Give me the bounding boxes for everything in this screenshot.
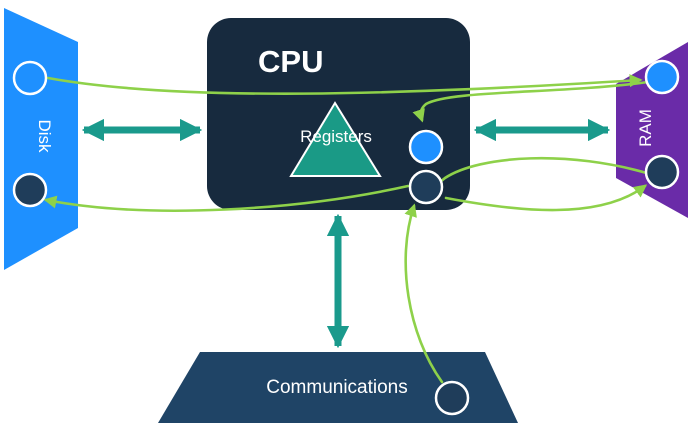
disk-to-ram-flow bbox=[46, 74, 643, 95]
cpu-block: CPU Registers bbox=[207, 18, 470, 210]
cpu-to-ram-flow bbox=[444, 184, 648, 212]
communications-to-cpu-flow bbox=[404, 203, 444, 384]
ram-to-register-flow bbox=[412, 80, 650, 123]
disk-light-circle bbox=[12, 60, 48, 96]
disk-label: Disk bbox=[35, 119, 54, 153]
cpu-dark-circle bbox=[408, 169, 444, 205]
communications-dark-circle bbox=[434, 380, 470, 416]
communications-block: Communications bbox=[158, 352, 518, 423]
cpu-light-circle bbox=[408, 129, 444, 165]
ram-light-circle bbox=[644, 59, 680, 95]
ram-dark-circle bbox=[644, 154, 680, 190]
disk-block: Disk bbox=[4, 8, 78, 270]
register-to-disk-flow bbox=[43, 184, 410, 212]
communications-shape bbox=[158, 352, 518, 423]
disk-dark-circle bbox=[12, 172, 48, 208]
ram-label: RAM bbox=[636, 109, 655, 147]
data-flow-arrows bbox=[43, 74, 652, 384]
registers-triangle bbox=[289, 101, 382, 177]
bus-connectors bbox=[81, 118, 611, 349]
registers-label: Registers bbox=[300, 127, 372, 146]
communications-label: Communications bbox=[266, 377, 408, 398]
cpu-label: CPU bbox=[258, 44, 323, 79]
data-slots bbox=[12, 59, 680, 416]
